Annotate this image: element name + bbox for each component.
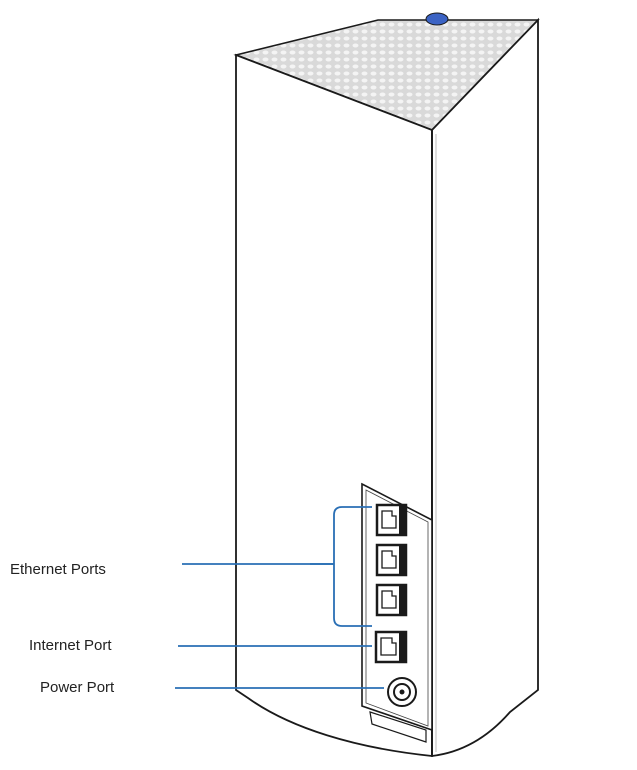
ethernet-ports-bracket <box>310 506 372 627</box>
ethernet-port-3[interactable] <box>375 583 408 617</box>
ethernet-port-1[interactable] <box>375 503 408 537</box>
internet-port-label: Internet Port <box>29 637 112 654</box>
ethernet-ports-label: Ethernet Ports <box>10 561 106 578</box>
router-right-face <box>431 17 539 758</box>
power-port-label: Power Port <box>40 679 115 696</box>
status-light-icon <box>425 12 449 26</box>
internet-port[interactable] <box>374 630 408 664</box>
power-jack-icon[interactable] <box>387 677 417 707</box>
ethernet-port-2[interactable] <box>375 543 408 577</box>
cable-notch <box>369 711 427 743</box>
